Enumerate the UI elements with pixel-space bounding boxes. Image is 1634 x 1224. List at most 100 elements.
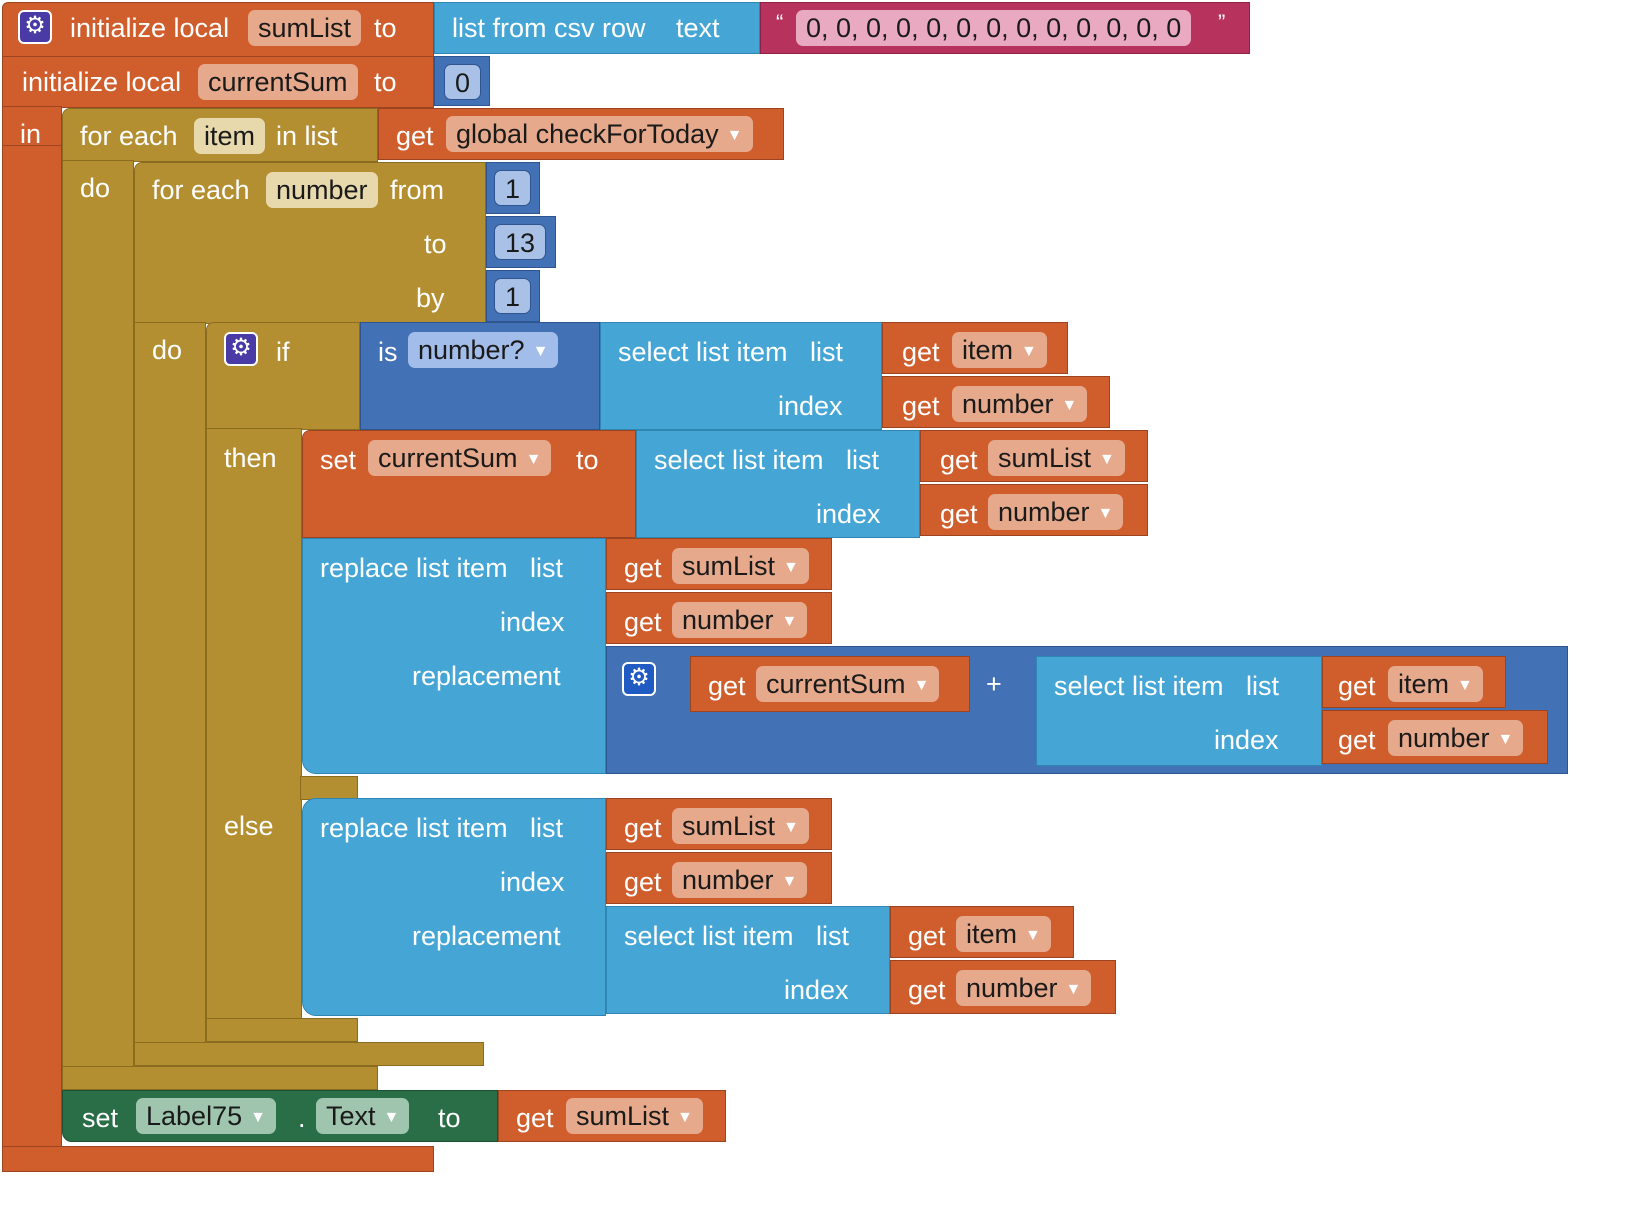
list-label: list — [816, 921, 849, 951]
csv-row-block[interactable] — [434, 2, 760, 54]
sumlist-name-field[interactable]: sumList — [248, 10, 362, 46]
select-item-label: select list item — [618, 337, 788, 367]
dot-label: . — [298, 1103, 306, 1133]
number-dropdown[interactable]: number▼ — [672, 862, 808, 898]
replacement-label: replacement — [412, 661, 561, 691]
get-label: get — [1338, 725, 1376, 755]
if-label: if — [276, 337, 290, 367]
number-dropdown[interactable]: number▼ — [956, 970, 1092, 1006]
close-quote: ” — [1218, 10, 1226, 35]
to-label: to — [438, 1103, 461, 1133]
item-dropdown[interactable]: item▼ — [952, 332, 1047, 368]
dropdown-arrow-icon: ▼ — [1061, 396, 1078, 414]
number-dropdown[interactable]: number▼ — [672, 602, 808, 638]
list-label: list — [846, 445, 879, 475]
csv-text-field[interactable]: 0, 0, 0, 0, 0, 0, 0, 0, 0, 0, 0, 0, 0 — [796, 10, 1192, 46]
get-label: get — [902, 337, 940, 367]
dropdown-arrow-icon: ▼ — [1021, 342, 1037, 360]
get-label: get — [624, 813, 662, 843]
item-dropdown[interactable]: item▼ — [956, 916, 1051, 952]
replace-then-block[interactable] — [302, 538, 606, 774]
index-label: index — [778, 391, 843, 421]
init-sumlist-block[interactable] — [2, 2, 434, 58]
get-label: get — [708, 671, 746, 701]
for-range-block[interactable] — [134, 162, 486, 324]
select-item-set-block[interactable] — [636, 430, 920, 538]
list-label: list — [530, 553, 563, 583]
set-label: set — [320, 445, 357, 475]
gear-icon[interactable]: ⚙ — [224, 332, 258, 366]
dropdown-arrow-icon: ▼ — [783, 558, 799, 576]
sumlist-dropdown[interactable]: sumList▼ — [672, 808, 809, 844]
dropdown-arrow-icon: ▼ — [783, 818, 799, 836]
then-label: then — [224, 443, 277, 473]
sumlist-dropdown[interactable]: sumList▼ — [566, 1098, 703, 1134]
get-label: get — [940, 499, 978, 529]
dropdown-arrow-icon: ▼ — [726, 126, 743, 144]
sumlist-dropdown[interactable]: sumList▼ — [988, 440, 1125, 476]
else-label: else — [224, 811, 274, 841]
set-to-label: to — [576, 445, 599, 475]
dropdown-arrow-icon: ▼ — [781, 872, 798, 890]
dropdown-arrow-icon: ▼ — [525, 450, 542, 468]
by-value-field[interactable]: 1 — [494, 278, 532, 314]
init-sumlist-body — [2, 56, 62, 1172]
checkfortoday-dropdown[interactable]: global checkForToday▼ — [446, 116, 753, 152]
plus-label: + — [986, 669, 1002, 699]
do-label-outer: do — [80, 173, 111, 203]
select-item-cond-block[interactable] — [600, 322, 882, 430]
get-label: get — [902, 391, 940, 421]
get-label: get — [624, 867, 662, 897]
set-label: set — [82, 1103, 119, 1133]
currentsum-dropdown[interactable]: currentSum▼ — [756, 666, 940, 702]
currentsum-name-field[interactable]: currentSum — [198, 64, 358, 100]
from-value-field[interactable]: 1 — [494, 170, 532, 206]
set-label-block[interactable] — [62, 1090, 498, 1142]
dropdown-arrow-icon: ▼ — [532, 342, 549, 360]
select-item-label: select list item — [654, 445, 824, 475]
item-dropdown[interactable]: item▼ — [1388, 666, 1483, 702]
currentsum-set-dropdown[interactable]: currentSum▼ — [368, 440, 552, 476]
gear-icon[interactable]: ⚙ — [622, 662, 656, 696]
list-label: list — [1246, 671, 1279, 701]
index-label: index — [816, 499, 881, 529]
for-each-item-body — [62, 160, 134, 1090]
item-var-field[interactable]: item — [194, 118, 266, 154]
number-var-field[interactable]: number — [266, 172, 378, 208]
get-label: get — [624, 607, 662, 637]
property-dropdown[interactable]: Text▼ — [316, 1098, 410, 1134]
gear-icon[interactable]: ⚙ — [18, 10, 52, 44]
do-label-inner: do — [152, 335, 183, 365]
from-label: from — [390, 175, 444, 205]
number-dropdown[interactable]: number▼ — [988, 494, 1124, 530]
number-dropdown[interactable]: number▼ — [1388, 720, 1524, 756]
for-range-footer — [134, 1042, 484, 1066]
select-item-add-block[interactable] — [1036, 656, 1322, 766]
init-to-label: to — [374, 13, 397, 43]
get-label: get — [624, 553, 662, 583]
if-body — [206, 428, 302, 1042]
in-label: in — [20, 119, 42, 149]
by-label: by — [416, 283, 445, 313]
else-connector — [300, 776, 358, 800]
sumlist-dropdown[interactable]: sumList▼ — [672, 548, 809, 584]
currentsum-init-value[interactable]: 0 — [444, 64, 482, 100]
init-to-label-2: to — [374, 67, 397, 97]
dropdown-arrow-icon: ▼ — [677, 1108, 693, 1126]
init-sumlist-footer — [2, 1146, 434, 1172]
component-dropdown[interactable]: Label75▼ — [136, 1098, 276, 1134]
replace-label: replace list item — [320, 553, 508, 583]
number-check-dropdown[interactable]: number?▼ — [408, 332, 559, 368]
number-dropdown[interactable]: number▼ — [952, 386, 1088, 422]
if-footer — [206, 1018, 358, 1042]
select-item-label: select list item — [1054, 671, 1224, 701]
index-label: index — [500, 867, 565, 897]
in-list-label: in list — [276, 121, 338, 151]
for-range-label: for each — [152, 175, 250, 205]
open-quote: “ — [776, 10, 784, 35]
init-label: initialize local — [70, 13, 230, 43]
init-label-2: initialize local — [22, 67, 182, 97]
replace-else-block[interactable] — [302, 798, 606, 1016]
to-value-field[interactable]: 13 — [494, 224, 547, 260]
select-item-else-block[interactable] — [606, 906, 890, 1014]
